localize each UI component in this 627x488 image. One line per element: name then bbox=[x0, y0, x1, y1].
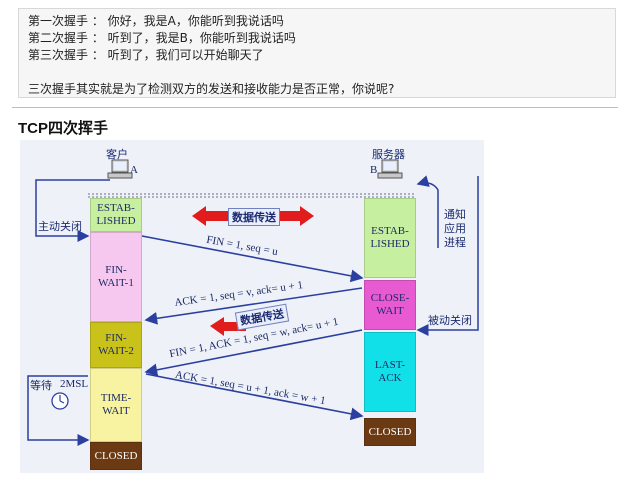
wait-2msl-en: 2MSL bbox=[60, 378, 89, 390]
server-state-last-ack: LAST- ACK bbox=[364, 332, 416, 412]
section-title: TCP四次挥手 bbox=[18, 120, 109, 137]
handshake-line-1: 第一次握手 ： 你好，我是A，你能听到我说话吗 bbox=[28, 14, 284, 28]
server-label: 服务器 bbox=[372, 148, 405, 161]
active-close-label: 主动关闭 bbox=[38, 220, 82, 233]
client-label: 客户 bbox=[106, 148, 128, 161]
wait-2msl-cn: 等待 bbox=[30, 379, 52, 392]
client-state-closed: CLOSED bbox=[90, 442, 142, 470]
server-id: B bbox=[370, 164, 378, 176]
handshake-line-3: 第三次握手 ： 听到了，我们可以开始聊天了 bbox=[28, 48, 264, 62]
tcp-four-way-wave-diagram: 客户 A 服务器 B 主动关闭 通知 应用 进程 被动关闭 等待 2MSL 数据… bbox=[20, 140, 484, 473]
server-computer-icon bbox=[377, 159, 403, 179]
client-state-time-wait: TIME- WAIT bbox=[90, 368, 142, 442]
handshake-summary: 三次握手其实就是为了检测双方的发送和接收能力是否正常，你说呢? bbox=[28, 82, 395, 96]
passive-close-label: 被动关闭 bbox=[428, 314, 472, 327]
msg-arrow-fin-2 bbox=[144, 329, 363, 377]
server-state-established: ESTAB- LISHED bbox=[364, 198, 416, 278]
server-state-close-wait: CLOSE- WAIT bbox=[364, 280, 416, 330]
client-id: A bbox=[130, 164, 138, 176]
notify-app-label: 通知 应用 进程 bbox=[444, 208, 466, 249]
msg-arrow-ack-1 bbox=[144, 287, 363, 325]
client-computer-icon bbox=[107, 159, 133, 179]
msg-arrow-ack-2 bbox=[145, 373, 364, 421]
handshake-line-2: 第二次握手 ： 听到了，我是B，你能听到我说话吗 bbox=[28, 31, 296, 45]
client-state-fin-wait-2: FIN- WAIT-2 bbox=[90, 322, 142, 368]
client-state-fin-wait-1: FIN- WAIT-1 bbox=[90, 232, 142, 322]
data-transfer-label-1: 数据传送 bbox=[228, 208, 280, 226]
divider bbox=[12, 107, 618, 108]
data-transfer-arrow-2 bbox=[210, 317, 246, 336]
intro-quote-block: 第一次握手 ： 你好，我是A，你能听到我说话吗 第二次握手 ： 听到了，我是B，… bbox=[18, 8, 616, 98]
msg-arrow-fin-1 bbox=[141, 235, 364, 283]
clock-icon bbox=[51, 392, 69, 410]
server-state-closed: CLOSED bbox=[364, 418, 416, 446]
diagram-lines bbox=[27, 159, 479, 446]
client-state-established: ESTAB- LISHED bbox=[90, 198, 142, 232]
